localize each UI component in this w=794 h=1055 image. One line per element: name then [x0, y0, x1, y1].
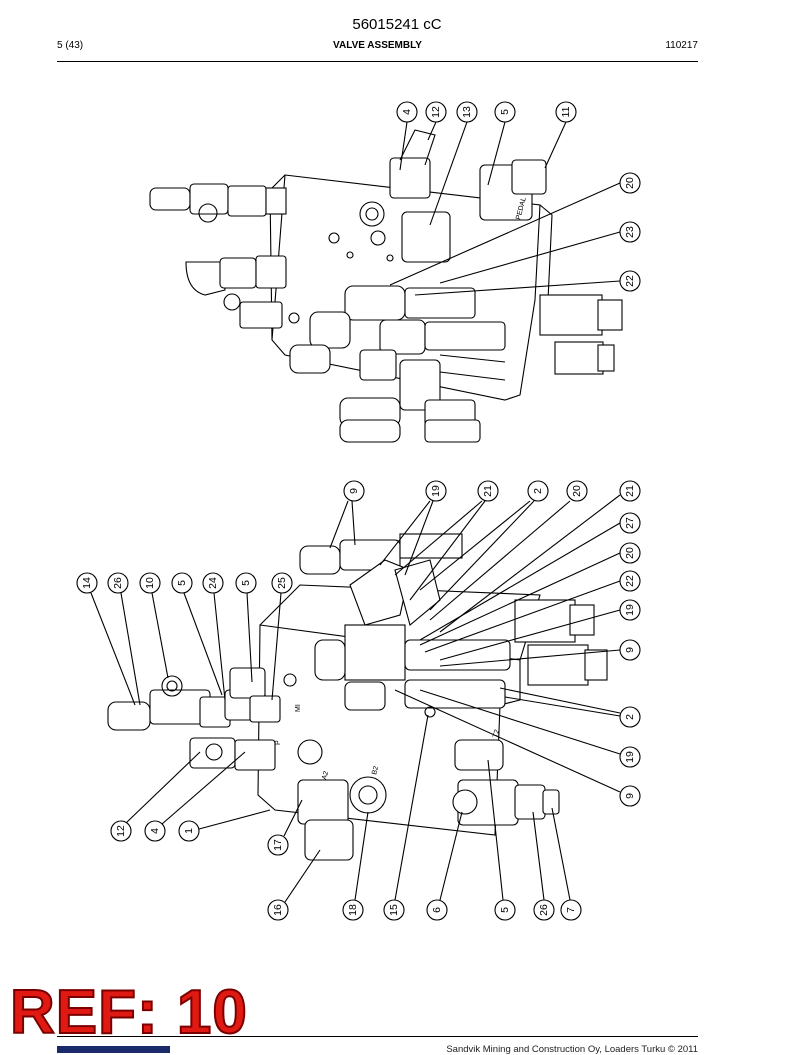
- bottom-callout-18: 18: [347, 904, 359, 916]
- top-callout-5: 5: [499, 109, 511, 115]
- marking-t2: T2: [492, 729, 501, 739]
- callout-23: [439, 221, 641, 284]
- bottom-callout-6: 6: [431, 907, 443, 913]
- callout-22: [414, 270, 641, 296]
- callout-4: [396, 101, 418, 171]
- bottom-callout-5: 5: [499, 907, 511, 913]
- bottom-callout-19: 19: [624, 604, 636, 616]
- marking-mi: MI: [295, 704, 302, 712]
- top-valve-assembly: [149, 129, 623, 443]
- marking-p: P: [275, 740, 282, 745]
- top-callout-20: 20: [624, 177, 636, 189]
- section-title: VALVE ASSEMBLY: [333, 40, 422, 51]
- marking-b2: B2: [371, 765, 380, 775]
- bottom-callout-22: 22: [624, 575, 636, 587]
- callout-12: [425, 101, 447, 141]
- bottom-callout-7: 7: [565, 907, 577, 913]
- bottom-callout-14: 14: [81, 577, 93, 589]
- bottom-callout-26: 26: [538, 904, 550, 916]
- top-callouts: [389, 101, 641, 296]
- footer-copyright: Sandvik Mining and Construction Oy, Load…: [446, 1044, 698, 1055]
- header-divider: [57, 61, 698, 63]
- bottom-callout-19: 19: [430, 485, 442, 497]
- bottom-callout-10: 10: [144, 577, 156, 589]
- top-callout-23: 23: [624, 226, 636, 238]
- brand-logo-strip: [57, 1046, 170, 1053]
- top-callout-4: 4: [401, 109, 413, 115]
- top-callout-11: 11: [560, 106, 572, 117]
- date-code: 110217: [665, 40, 698, 51]
- bottom-callout-16: 16: [272, 904, 284, 916]
- bottom-callout-15: 15: [388, 904, 400, 916]
- bottom-callout-17: 17: [272, 839, 284, 851]
- bottom-callout-9: 9: [624, 793, 636, 799]
- bottom-callout-21: 21: [624, 485, 636, 497]
- marking-a2: A2: [321, 770, 330, 780]
- top-callout-12: 12: [430, 106, 442, 118]
- bottom-callout-1: 1: [183, 828, 195, 834]
- callout-11: [544, 101, 577, 169]
- bottom-callout-9: 9: [348, 488, 360, 494]
- top-callout-13: 13: [461, 106, 473, 118]
- bottom-callout-5: 5: [176, 580, 188, 586]
- callout-5: [487, 101, 516, 186]
- ref-stamp: REF: 10: [9, 978, 248, 1047]
- bottom-callout-27: 27: [624, 517, 636, 529]
- document-number: 56015241 cC: [352, 16, 442, 33]
- bottom-callout-2: 2: [532, 488, 544, 494]
- bottom-callout-20: 20: [571, 485, 583, 497]
- bottom-callouts: [76, 480, 641, 921]
- header-row: VALVE ASSEMBLY 5 (43) 110217: [57, 40, 698, 58]
- bottom-callout-26: 26: [112, 577, 124, 589]
- callout-13: [429, 101, 478, 226]
- bottom-callout-21: 21: [482, 485, 494, 497]
- top-callout-22: 22: [624, 275, 636, 287]
- bottom-callout-5: 5: [240, 580, 252, 586]
- bottom-callout-2: 2: [624, 714, 636, 720]
- bottom-callout-20: 20: [624, 547, 636, 559]
- bottom-callout-24: 24: [207, 577, 219, 589]
- callout-20: [389, 172, 641, 286]
- bottom-callout-19: 19: [624, 751, 636, 763]
- bottom-callout-9: 9: [624, 647, 636, 653]
- bottom-callout-12: 12: [115, 825, 127, 837]
- footer-divider: [57, 1036, 698, 1038]
- bottom-callout-25: 25: [276, 577, 288, 589]
- bottom-callout-4: 4: [149, 828, 161, 834]
- page-reference: 5 (43): [57, 40, 84, 51]
